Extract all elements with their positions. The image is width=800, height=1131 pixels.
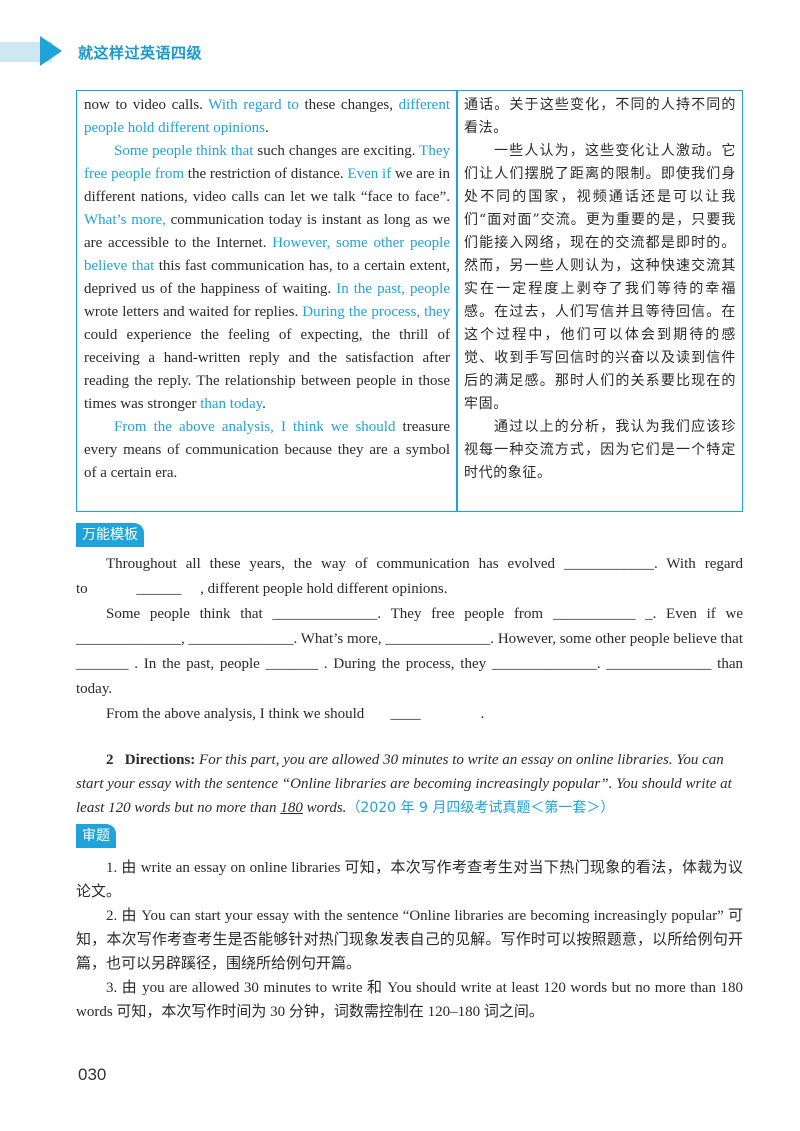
- en-paragraph-2: Some people think that such changes are …: [84, 140, 450, 416]
- analysis-body: 1. 由 write an essay on online libraries …: [76, 856, 743, 1024]
- sample-essay-table: [76, 90, 743, 512]
- text: .: [264, 120, 269, 136]
- text: now to video calls.: [84, 97, 209, 113]
- directions: 2 Directions: For this part, you are all…: [76, 748, 743, 820]
- zh-paragraph-2: 一些人认为，这些变化让人激动。它们让人们摆脱了距离的限制。即使我们身处不同的国家…: [464, 143, 736, 412]
- blank: ____: [390, 706, 421, 722]
- analysis-tag: 审题: [76, 824, 116, 848]
- en-paragraph-1: now to video calls. With regard to these…: [84, 94, 450, 140]
- highlight: different people hold different opinions: [84, 97, 450, 136]
- text: such changes are exciting.: [253, 143, 420, 159]
- highlight: Some people think that: [114, 143, 254, 159]
- question-number: 2: [106, 752, 114, 768]
- highlight: Even if: [347, 166, 392, 182]
- highlight: However, some other people believe that: [84, 235, 450, 274]
- text: wrote letters and waited for replies.: [84, 304, 303, 320]
- text: .: [262, 396, 266, 412]
- highlight: During the process, they: [302, 304, 450, 320]
- chinese-column: 通话。关于这些变化，不同的人持不同的看法。 一些人认为，这些变化让人激动。它们让…: [464, 94, 736, 485]
- directions-text: 2 Directions: For this part, you are all…: [76, 748, 743, 820]
- template-paragraph-2: Some people think that ______________. T…: [76, 606, 743, 697]
- template-paragraph-1: Throughout all these years, the way of c…: [76, 552, 743, 602]
- header-title: 就这样过英语四级: [78, 44, 203, 62]
- text: From the above analysis, I think we shou…: [106, 706, 365, 722]
- directions-label: Directions:: [124, 752, 196, 768]
- text: these changes,: [298, 97, 399, 113]
- highlight: In the past, people: [336, 281, 451, 297]
- template-tag: 万能模板: [76, 523, 144, 547]
- highlight: They free people from: [84, 143, 450, 182]
- template-paragraph-3: From the above analysis, I think we shou…: [76, 702, 743, 727]
- english-column: now to video calls. With regard to these…: [84, 94, 450, 485]
- analysis-item: 1. 由 write an essay on online libraries …: [76, 860, 743, 900]
- word-limit: 180: [280, 800, 303, 816]
- template-body: Throughout all these years, the way of c…: [76, 552, 743, 727]
- analysis-item: 3. 由 you are allowed 30 minutes to write…: [76, 980, 743, 1020]
- directions-body: words.: [302, 800, 347, 816]
- exam-reference: （2020 年 9 月四级考试真题＜第一套＞）: [346, 800, 615, 816]
- highlight: With regard to: [208, 97, 299, 113]
- en-paragraph-3: From the above analysis, I think we shou…: [84, 416, 450, 485]
- header-arrow-icon: [40, 36, 62, 66]
- analysis-item: 2. 由 You can start your essay with the s…: [76, 908, 743, 972]
- text: Throughout all these years, the way of c…: [76, 556, 743, 597]
- blank: ______: [136, 581, 182, 597]
- directions-body: For this part, you are allowed 30 minute…: [76, 752, 732, 816]
- text: this fast communication has, to a certai…: [84, 258, 450, 297]
- text: the restriction of distance.: [184, 166, 348, 182]
- table-divider: [456, 90, 458, 512]
- text: we are in different nations, video calls…: [84, 166, 451, 205]
- header-band: [0, 42, 52, 62]
- text: , different people hold different opinio…: [200, 581, 448, 597]
- text: treasure every means of communication be…: [84, 419, 451, 481]
- highlight: From the above analysis, I think we shou…: [114, 419, 396, 435]
- page-number: 030: [78, 1065, 107, 1084]
- zh-paragraph-3: 通过以上的分析，我认为我们应该珍视每一种交流方式，因为它们是一个特定时代的象征。: [464, 419, 736, 481]
- highlight: What’s more,: [84, 212, 166, 228]
- text: communication today is instant as long a…: [84, 212, 450, 251]
- text: could experience the feeling of expectin…: [84, 327, 450, 412]
- text: .: [480, 706, 485, 722]
- highlight: than today: [200, 396, 263, 412]
- zh-paragraph-1: 通话。关于这些变化，不同的人持不同的看法。: [464, 97, 736, 136]
